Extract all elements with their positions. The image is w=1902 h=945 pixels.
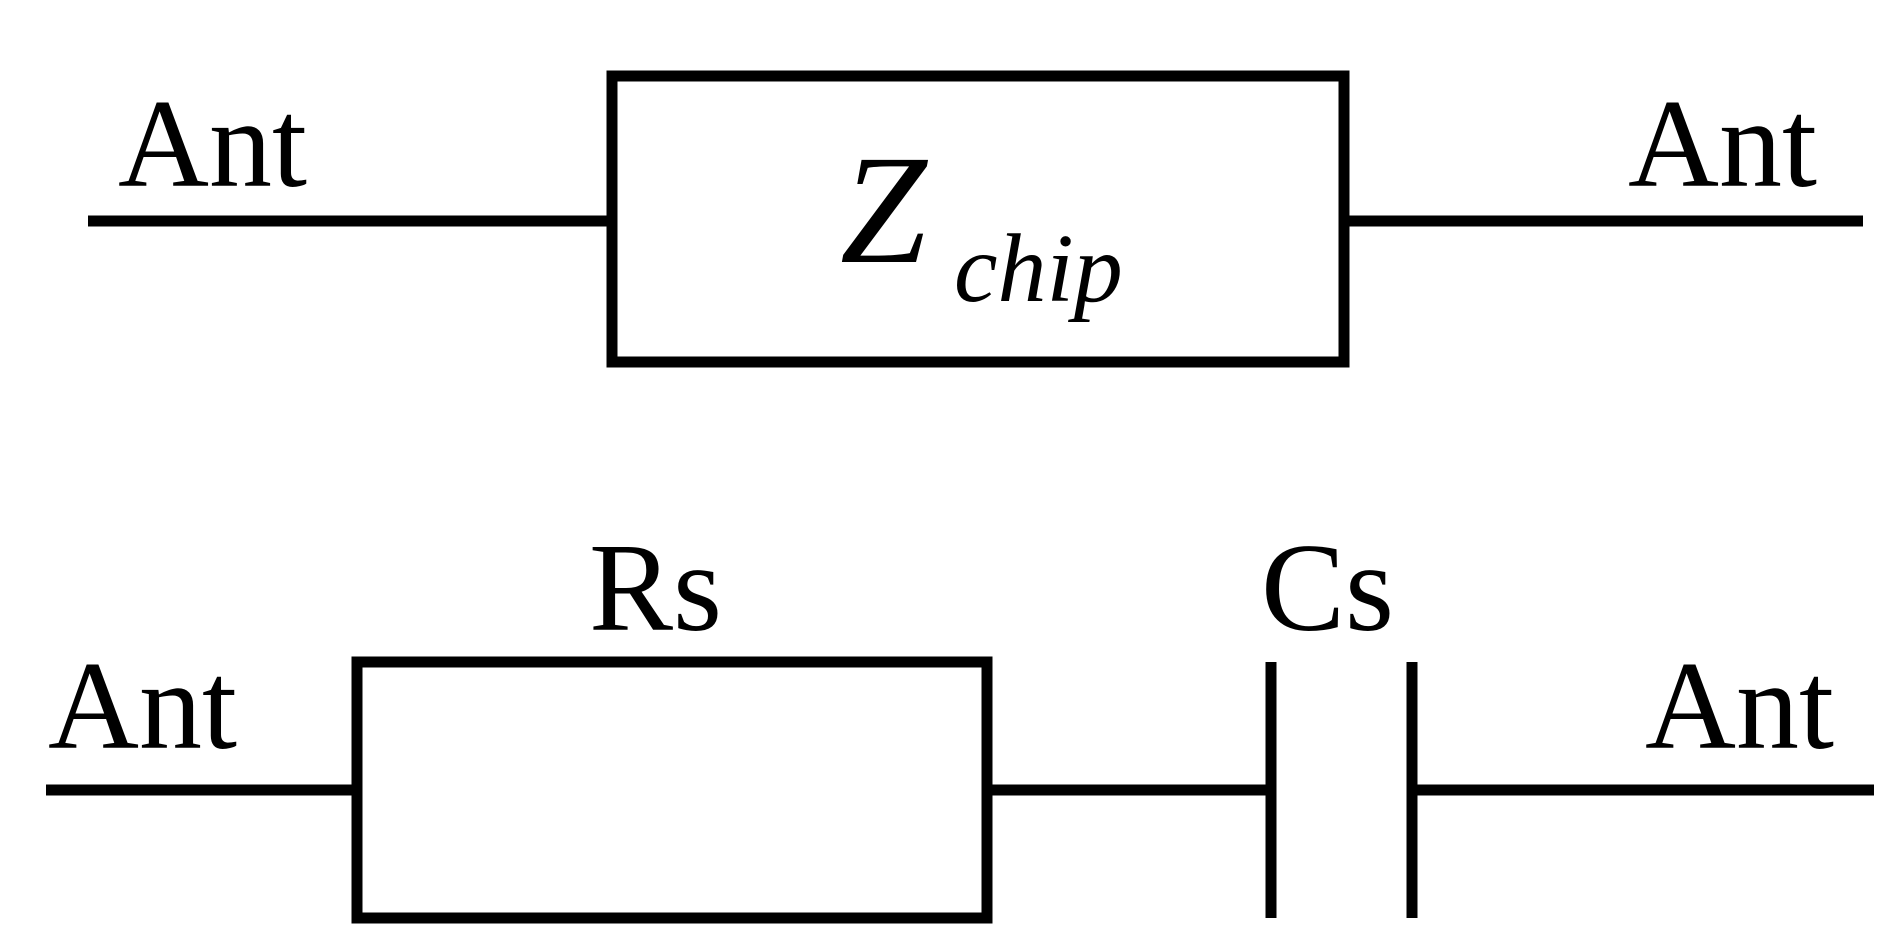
capacitor-label: Cs xyxy=(1261,519,1394,658)
bottom-right-terminal-label: Ant xyxy=(1645,637,1834,776)
top-left-terminal-label: Ant xyxy=(118,75,307,214)
bottom-circuit: Rs Cs Ant Ant xyxy=(46,519,1874,924)
resistor-label: Rs xyxy=(589,519,722,658)
chip-impedance-symbol: Z xyxy=(840,123,929,296)
chip-impedance-subscript: chip xyxy=(954,215,1123,323)
resistor-box xyxy=(351,656,993,924)
top-right-terminal-label: Ant xyxy=(1628,75,1817,214)
bottom-left-terminal-label: Ant xyxy=(48,637,237,776)
top-circuit: Ant Ant Z chip xyxy=(88,70,1863,368)
